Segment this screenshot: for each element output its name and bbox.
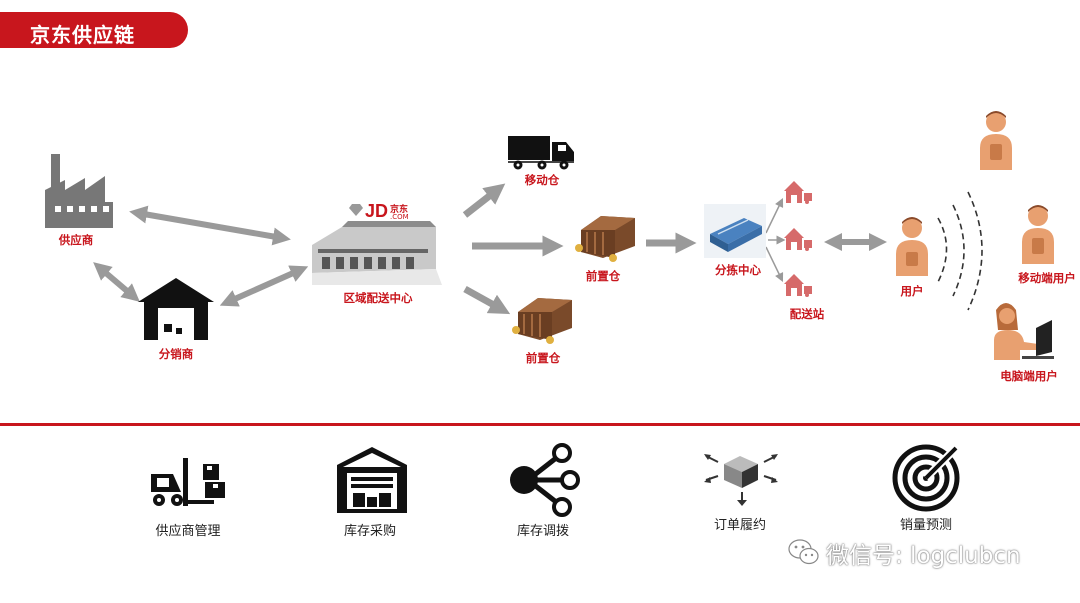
node-front-warehouse-1-label: 前置仓 (585, 269, 621, 283)
signal-wave-3 (967, 191, 983, 311)
arrow-supplier-rdc (129, 205, 291, 246)
node-rdc-label: 区域配送中心 (343, 291, 413, 305)
node-sorting-center-label: 分拣中心 (715, 263, 761, 277)
watermark-text: 微信号: logclubcn (826, 543, 1021, 569)
factory-icon (45, 154, 113, 228)
forklift-icon (151, 458, 225, 506)
jd-logo: JD (365, 202, 388, 220)
delivery-station-icon (784, 274, 812, 297)
mobile-user-icon (980, 111, 1012, 170)
section-divider (0, 423, 1080, 426)
warehouse-icon (138, 278, 214, 340)
jd-logo-cn: 京东 (390, 205, 409, 215)
arrow-rdc-front2 (463, 285, 511, 315)
title-banner (0, 12, 188, 48)
wechat-icon (788, 539, 819, 565)
order-fulfillment-box-icon (704, 454, 778, 506)
delivery-station-icon (784, 228, 812, 251)
front-warehouse-icon (512, 298, 572, 344)
jd-logo-com: .COM (390, 213, 409, 221)
sorting-center-icon (704, 204, 766, 258)
function-label-inventory-transfer: 库存调拨 (516, 524, 570, 539)
node-distributor-label: 分销商 (158, 347, 194, 361)
function-label-sales-forecast: 销量预测 (899, 518, 953, 533)
node-pc-user-label: 电脑端用户 (1000, 369, 1058, 383)
function-label-inventory-procurement: 库存采购 (343, 524, 397, 539)
user-icon (896, 217, 928, 276)
share-network-icon (510, 443, 580, 517)
page-title: 京东供应链 (30, 23, 135, 47)
function-label-supplier-management: 供应商管理 (155, 524, 221, 539)
jd-logo-text: JD (365, 201, 389, 221)
signal-wave-1 (937, 217, 948, 283)
function-label-order-fulfillment: 订单履约 (713, 518, 767, 533)
mobile-user-icon (1022, 205, 1054, 264)
node-front-warehouse-2-label: 前置仓 (525, 351, 561, 365)
node-mobile-user-label: 移动端用户 (1018, 271, 1076, 285)
arrow-supplier-distributor (93, 262, 140, 302)
pc-user-icon (994, 303, 1054, 360)
rdc-building-icon (312, 221, 442, 285)
front-warehouse-icon (575, 216, 635, 262)
arrow-distributor-rdc (219, 265, 309, 307)
warehouse-procurement-icon (337, 447, 407, 513)
signal-wave-2 (952, 204, 965, 297)
truck-icon (508, 136, 574, 170)
delivery-station-icon (784, 181, 812, 204)
arrow-sorting-station3 (765, 246, 784, 283)
arrow-sorting-station1 (765, 197, 784, 234)
radar-forecast-icon (892, 443, 961, 512)
node-user-label: 用户 (900, 284, 924, 298)
node-mobile-warehouse-label: 移动仓 (524, 173, 560, 187)
jd-logo-diamond-icon (349, 204, 363, 216)
node-supplier-label: 供应商 (58, 233, 94, 247)
node-delivery-station-label: 配送站 (789, 307, 825, 321)
arrow-rdc-mobile (462, 183, 506, 218)
